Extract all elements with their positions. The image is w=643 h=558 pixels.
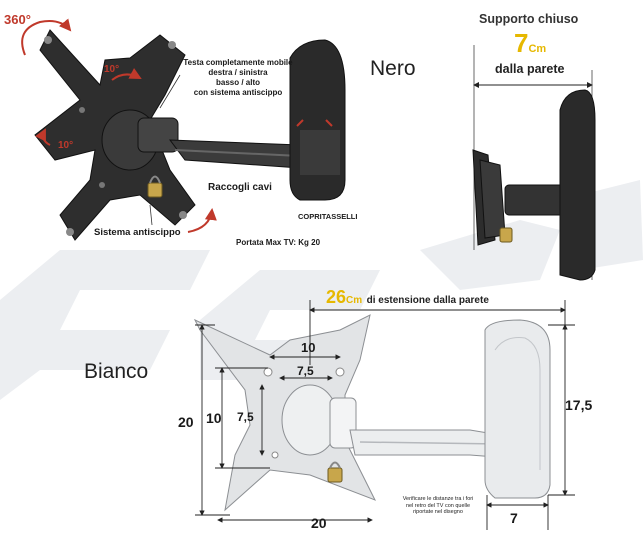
tilt-10-left-label: 10° [58, 140, 74, 151]
closed-distance-unit: Cm [528, 43, 547, 55]
note-line: Verificare le distanze tra i fori [402, 496, 474, 502]
sistema-antiscippo-label: Sistema antiscippo [94, 227, 181, 238]
extension-unit: Cm [346, 295, 363, 306]
desc-line: destra / sinistra [208, 68, 268, 77]
extension-value: 26 [326, 287, 347, 307]
black-mount-illustration [21, 18, 346, 241]
tilt-10-top-label: 10° [104, 64, 120, 75]
verification-note: Verificare le distanze tra i fori nel re… [398, 496, 478, 516]
dim-bottom-20: 20 [311, 515, 327, 531]
dim-top-7-5: 7,5 [297, 364, 314, 378]
raccogli-cavi-label: Raccogli cavi [208, 182, 272, 193]
closed-distance-value: 7 [514, 28, 529, 58]
closed-support-title: Supporto chiuso [479, 12, 579, 26]
dim-top-10: 10 [301, 340, 316, 355]
desc-line: Testa completamente mobile [183, 58, 293, 67]
closed-support-subtitle: dalla parete [495, 62, 565, 76]
portata-label: Portata Max TV: Kg 20 [236, 238, 321, 247]
bianco-label: Bianco [84, 360, 149, 383]
extension-text: di estensione dalla parete [366, 295, 489, 306]
dim-right-17-5: 17,5 [565, 397, 593, 413]
note-line: riportate nel disegno [413, 509, 463, 515]
rotation-360-label: 360° [4, 12, 31, 27]
dimension-lines [195, 300, 575, 530]
dim-left-7-5: 7,5 [237, 410, 254, 424]
head-description: Testa completamente mobile destra / sini… [180, 58, 296, 98]
copritasselli-label: COPRITASSELLI [298, 212, 358, 221]
desc-line: basso / alto [215, 78, 260, 87]
dim-left-10: 10 [206, 410, 222, 426]
nero-label: Nero [370, 57, 416, 80]
closed-distance: 7Cm [514, 28, 546, 59]
closed-side-view [472, 45, 596, 281]
dim-left-20: 20 [178, 414, 194, 430]
note-line: nel retro del TV con quelle [405, 502, 471, 509]
extension-label: 26Cm di estensione dalla parete [326, 287, 489, 308]
dim-right-bottom-7: 7 [510, 510, 518, 526]
desc-line: con sistema antiscippo [193, 88, 283, 97]
white-mount-illustration [193, 314, 551, 512]
